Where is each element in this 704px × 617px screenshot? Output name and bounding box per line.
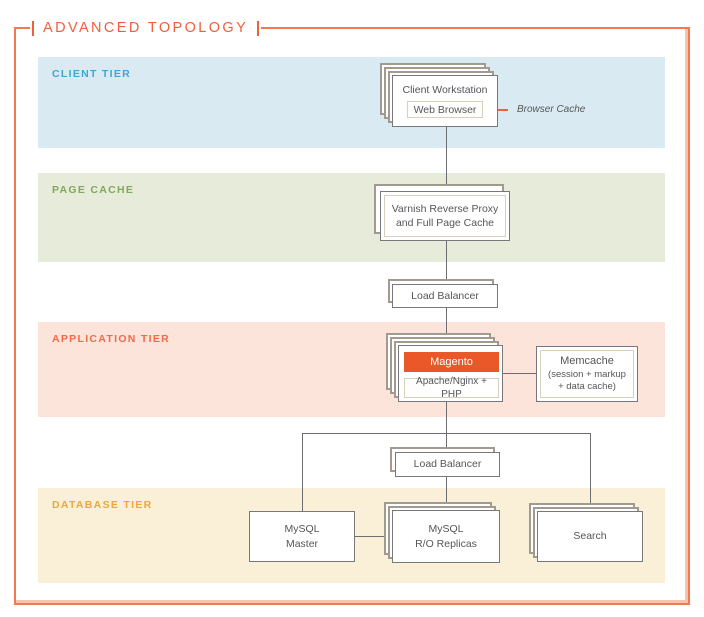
connector-db-branch <box>302 433 590 434</box>
title-bracket-right-icon <box>257 20 260 36</box>
title-bracket-left-icon <box>32 20 34 36</box>
connector-master-to-replicas <box>353 536 392 537</box>
memcache-label-line3: + data cache) <box>558 381 616 393</box>
band-client-tier: CLIENT TIER <box>38 57 665 148</box>
load-balancer-db-card: Load Balancer <box>395 452 500 477</box>
varnish-label-line1: Varnish Reverse Proxy <box>391 202 499 215</box>
connector-lb-to-magento <box>446 308 447 345</box>
browser-cache-annotation: Browser Cache <box>517 104 586 115</box>
varnish-label-line2: and Full Page Cache <box>395 217 495 229</box>
mysql-master-line2: Master <box>285 537 319 550</box>
connector-lb2-to-replicas <box>446 477 447 510</box>
label-application-tier: APPLICATION TIER <box>52 333 171 345</box>
apache-nginx-php-box: Apache/Nginx + PHP <box>404 376 499 400</box>
diagram-title-text: ADVANCED TOPOLOGY <box>43 20 249 36</box>
mysql-replicas-line1: MySQL <box>428 523 464 536</box>
search-card: Search <box>537 511 643 562</box>
mysql-replicas-line2: R/O Replicas <box>415 537 477 550</box>
band-page-cache: PAGE CACHE <box>38 173 665 262</box>
memcache-label-line2: (session + markup <box>548 368 626 380</box>
label-page-cache: PAGE CACHE <box>52 184 135 196</box>
connector-magento-to-lb2 <box>446 402 447 452</box>
connector-magento-to-memcache <box>503 373 536 374</box>
label-client-tier: CLIENT TIER <box>52 68 132 80</box>
varnish-card: Varnish Reverse Proxy and Full Page Cach… <box>380 191 510 241</box>
load-balancer-top-card: Load Balancer <box>392 284 498 308</box>
browser-cache-arrow-line <box>489 109 508 111</box>
node-mysql-master: MySQL Master <box>249 511 355 562</box>
node-memcache: Memcache (session + markup + data cache) <box>536 346 638 402</box>
web-browser-box: Web Browser <box>407 101 483 119</box>
connector-browser-to-varnish <box>446 127 447 191</box>
connector-varnish-to-lb <box>446 241 447 284</box>
client-workstation-card: Client Workstation Web Browser <box>392 75 498 127</box>
diagram-frame <box>14 27 690 605</box>
connector-branch-to-master <box>302 433 303 511</box>
connector-branch-to-search <box>590 433 591 511</box>
mysql-replicas-card: MySQL R/O Replicas <box>392 510 500 563</box>
memcache-inner-frame <box>540 350 634 398</box>
memcache-label-line1: Memcache <box>560 354 614 367</box>
diagram-title: ADVANCED TOPOLOGY <box>30 18 262 38</box>
magento-card: Magento Apache/Nginx + PHP <box>398 345 503 402</box>
client-workstation-label: Client Workstation <box>402 84 488 96</box>
label-database-tier: DATABASE TIER <box>52 499 153 511</box>
magento-app-bar: Magento <box>404 352 499 372</box>
mysql-master-line1: MySQL <box>284 523 320 536</box>
varnish-inner-frame <box>384 195 506 237</box>
